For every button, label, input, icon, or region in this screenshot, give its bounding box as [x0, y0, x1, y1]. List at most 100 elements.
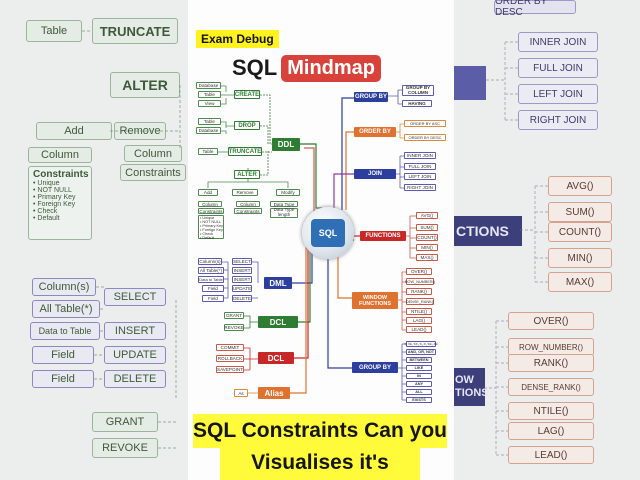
ddl-create-table: Table — [198, 91, 221, 98]
ddl-c6: • Default — [200, 235, 215, 240]
fn-sum: SUM() — [416, 224, 438, 231]
dml-select: SELECT — [232, 258, 252, 265]
join-head: JOIN — [354, 169, 396, 179]
bg-dense-rank: DENSE_RANK() — [508, 378, 594, 396]
op-in: IN — [406, 373, 432, 379]
window-functions-head: WINDOW FUNCTIONS — [352, 292, 398, 309]
join-full: FULL JOIN — [404, 163, 436, 170]
bg-window-band-2: TIONS — [455, 387, 489, 399]
bg-c3: • Primary Key — [33, 194, 76, 201]
bg-table: Table — [26, 20, 82, 42]
ddl-c4: • Foreign Key — [200, 227, 223, 232]
ddl-remove-constraints: Constraints — [234, 208, 262, 214]
ddl-alter-add: Add — [198, 189, 218, 196]
tcl-savepoint: SAVEPOINT — [216, 366, 244, 373]
bg-c2: • NOT NULL — [33, 187, 72, 194]
ddl-add-column: Column — [198, 201, 222, 207]
bg-join-band — [454, 66, 486, 100]
bg-lead: LEAD() — [508, 446, 594, 464]
dml-head: DML — [264, 277, 292, 289]
title-sql: SQL — [232, 55, 278, 80]
op-all: ALL — [406, 389, 432, 395]
bg-column2: Column — [124, 145, 182, 162]
ddl-truncate-table: Table — [198, 148, 218, 155]
exam-debug-badge: Exam Debug — [196, 30, 279, 48]
fn-avg: AVG() — [416, 212, 438, 219]
bg-window-band: OW TIONS — [454, 368, 489, 406]
title-mindmap: Mindmap — [281, 54, 382, 82]
dml-insert-1: INSERT — [232, 267, 252, 274]
bg-join-2: FULL JOIN — [518, 58, 598, 78]
join-inner: INNER JOIN — [404, 152, 436, 159]
ddl-constraints-list: • Unique • NOT NULL • Primary Key • Fore… — [198, 215, 224, 239]
bg-avg: AVG() — [548, 176, 612, 196]
ddl-modify-datatype: Data Type — [270, 201, 298, 207]
ddl-c1: • Unique — [200, 216, 215, 220]
bg-column: Column — [28, 147, 92, 163]
bg-join-4: RIGHT JOIN — [518, 110, 598, 130]
wf-ntile: NTILE() — [406, 308, 432, 315]
bg-alter: ALTER — [110, 72, 180, 98]
op-logical: AND, OR, NOT — [406, 349, 436, 355]
ddl-create-database: Database — [196, 82, 221, 89]
dml-data-to-table: Data to Table — [198, 276, 224, 283]
wf-over: OVER() — [406, 268, 432, 275]
op-between: BETWEEN — [406, 357, 432, 363]
bg-select: SELECT — [104, 288, 166, 306]
wf-lag: LAG() — [406, 317, 432, 324]
bg-window-band-1: OW — [455, 374, 474, 386]
bg-join-1: INNER JOIN — [518, 32, 598, 52]
op-any: ANY — [406, 381, 432, 387]
wf-row-number: ROW_NUMBER() — [404, 278, 436, 285]
caption-line-2: Visualises it's — [220, 446, 420, 480]
dml-all-table: All Table(*) — [198, 267, 224, 274]
bg-add: Add — [36, 122, 112, 140]
group-by-head: GROUP BY — [354, 92, 388, 102]
alias-as: As — [234, 389, 248, 397]
dcl-green-head: DCL — [258, 316, 298, 328]
ddl-alter-remove: Remove — [232, 189, 258, 196]
ddl-head: DDL — [272, 138, 300, 151]
bg-c6: • Default — [33, 215, 60, 222]
bg-c4: • Foreign Key — [33, 201, 76, 208]
ddl-c2: • NOT NULL — [200, 219, 222, 224]
hub-label: SQL — [318, 228, 338, 238]
dcl-grant: GRANT — [224, 312, 244, 319]
ddl-c5: • Check — [200, 231, 214, 236]
bg-insert: INSERT — [104, 322, 166, 340]
bg-truncate: TRUNCATE — [92, 18, 178, 44]
bg-constraints2: Constraints — [120, 164, 186, 181]
group-by-column: GROUP BY COLUMN — [402, 85, 434, 96]
dml-update: UPDATE — [232, 285, 252, 292]
order-by-asc: ORDER BY ASC — [404, 120, 446, 127]
group-by2-head: GROUP BY — [352, 362, 398, 373]
op-comparison: =, !=, <>, <, >, <=, >= — [404, 341, 438, 347]
dcl-red-head: DCL — [258, 352, 294, 364]
ddl-create-view: View — [198, 100, 221, 107]
tcl-rollback: ROLLBACK — [216, 355, 244, 362]
bg-join-3: LEFT JOIN — [518, 84, 598, 104]
bg-dml-2: All Table(*) — [32, 300, 100, 318]
wf-lead: LEAD() — [406, 326, 432, 333]
dml-field-1: Field — [202, 285, 224, 292]
alias-head: Alias — [258, 387, 290, 399]
order-by-desc: ORDER BY DESC — [404, 134, 446, 141]
ddl-create: CREATE — [234, 90, 260, 99]
bg-delete: DELETE — [104, 370, 166, 388]
database-icon: SQL — [311, 219, 345, 247]
ddl-drop-table: Table — [198, 118, 221, 125]
bg-left-connectors — [82, 30, 181, 449]
ddl-remove-column: Column — [236, 201, 260, 207]
bg-revoke: REVOKE — [92, 438, 158, 458]
functions-head: FUNCTIONS — [360, 231, 406, 241]
ddl-add-constraints: Constraints — [198, 208, 224, 214]
ddl-alter-modify: Modify — [276, 189, 300, 196]
dml-delete: DELETE — [232, 295, 252, 302]
bg-order-desc: ORDER BY DESC — [494, 0, 576, 18]
join-right: RIGHT JOIN — [404, 184, 436, 191]
dml-columns: Column(s) — [198, 258, 222, 265]
bg-dml-4: Field — [32, 346, 94, 364]
bg-rank: RANK() — [508, 354, 594, 372]
dml-insert-2: INSERT — [232, 276, 252, 283]
